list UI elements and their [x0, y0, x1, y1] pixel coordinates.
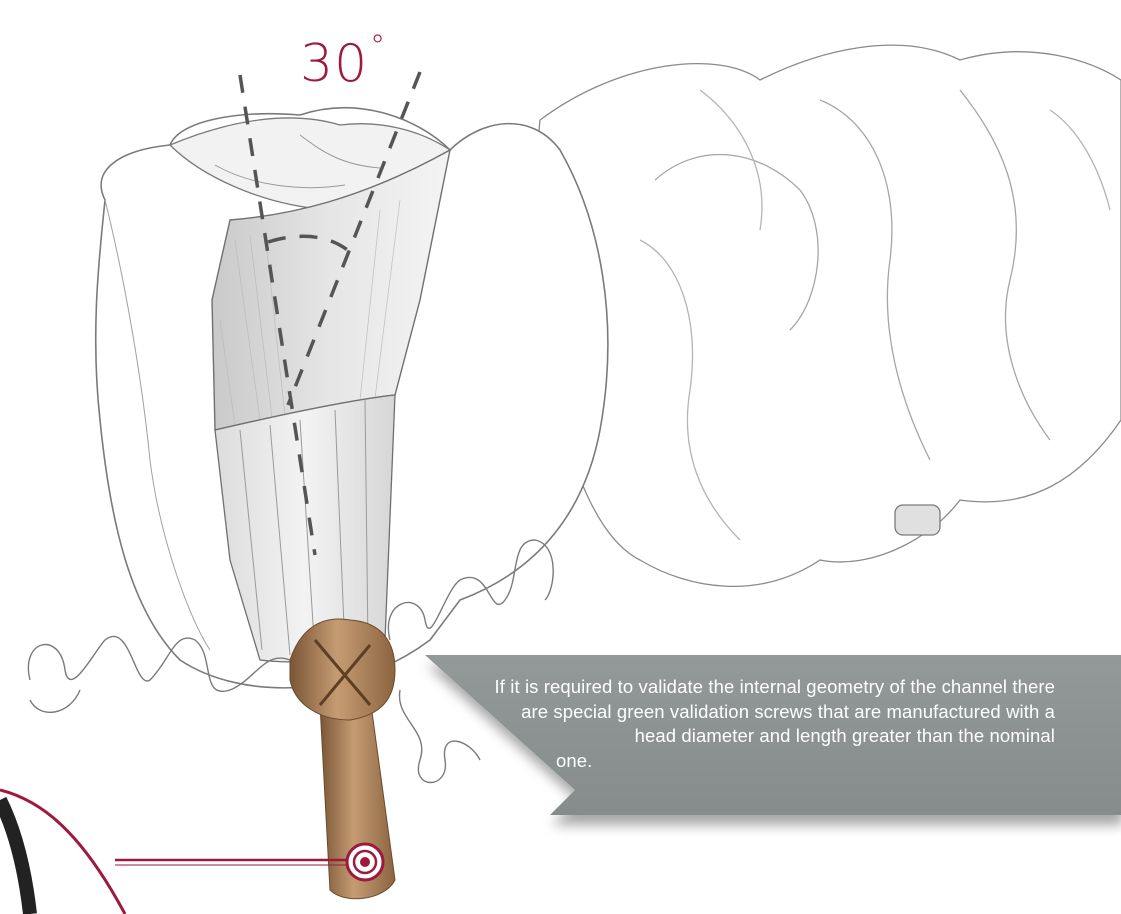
angle-value: 30 — [300, 34, 368, 94]
crown-body-right — [537, 45, 1121, 586]
crown-body-left — [96, 108, 608, 688]
angle-label: 30° — [300, 38, 386, 90]
degree-symbol: ° — [370, 29, 386, 64]
callout-box — [425, 655, 1121, 815]
